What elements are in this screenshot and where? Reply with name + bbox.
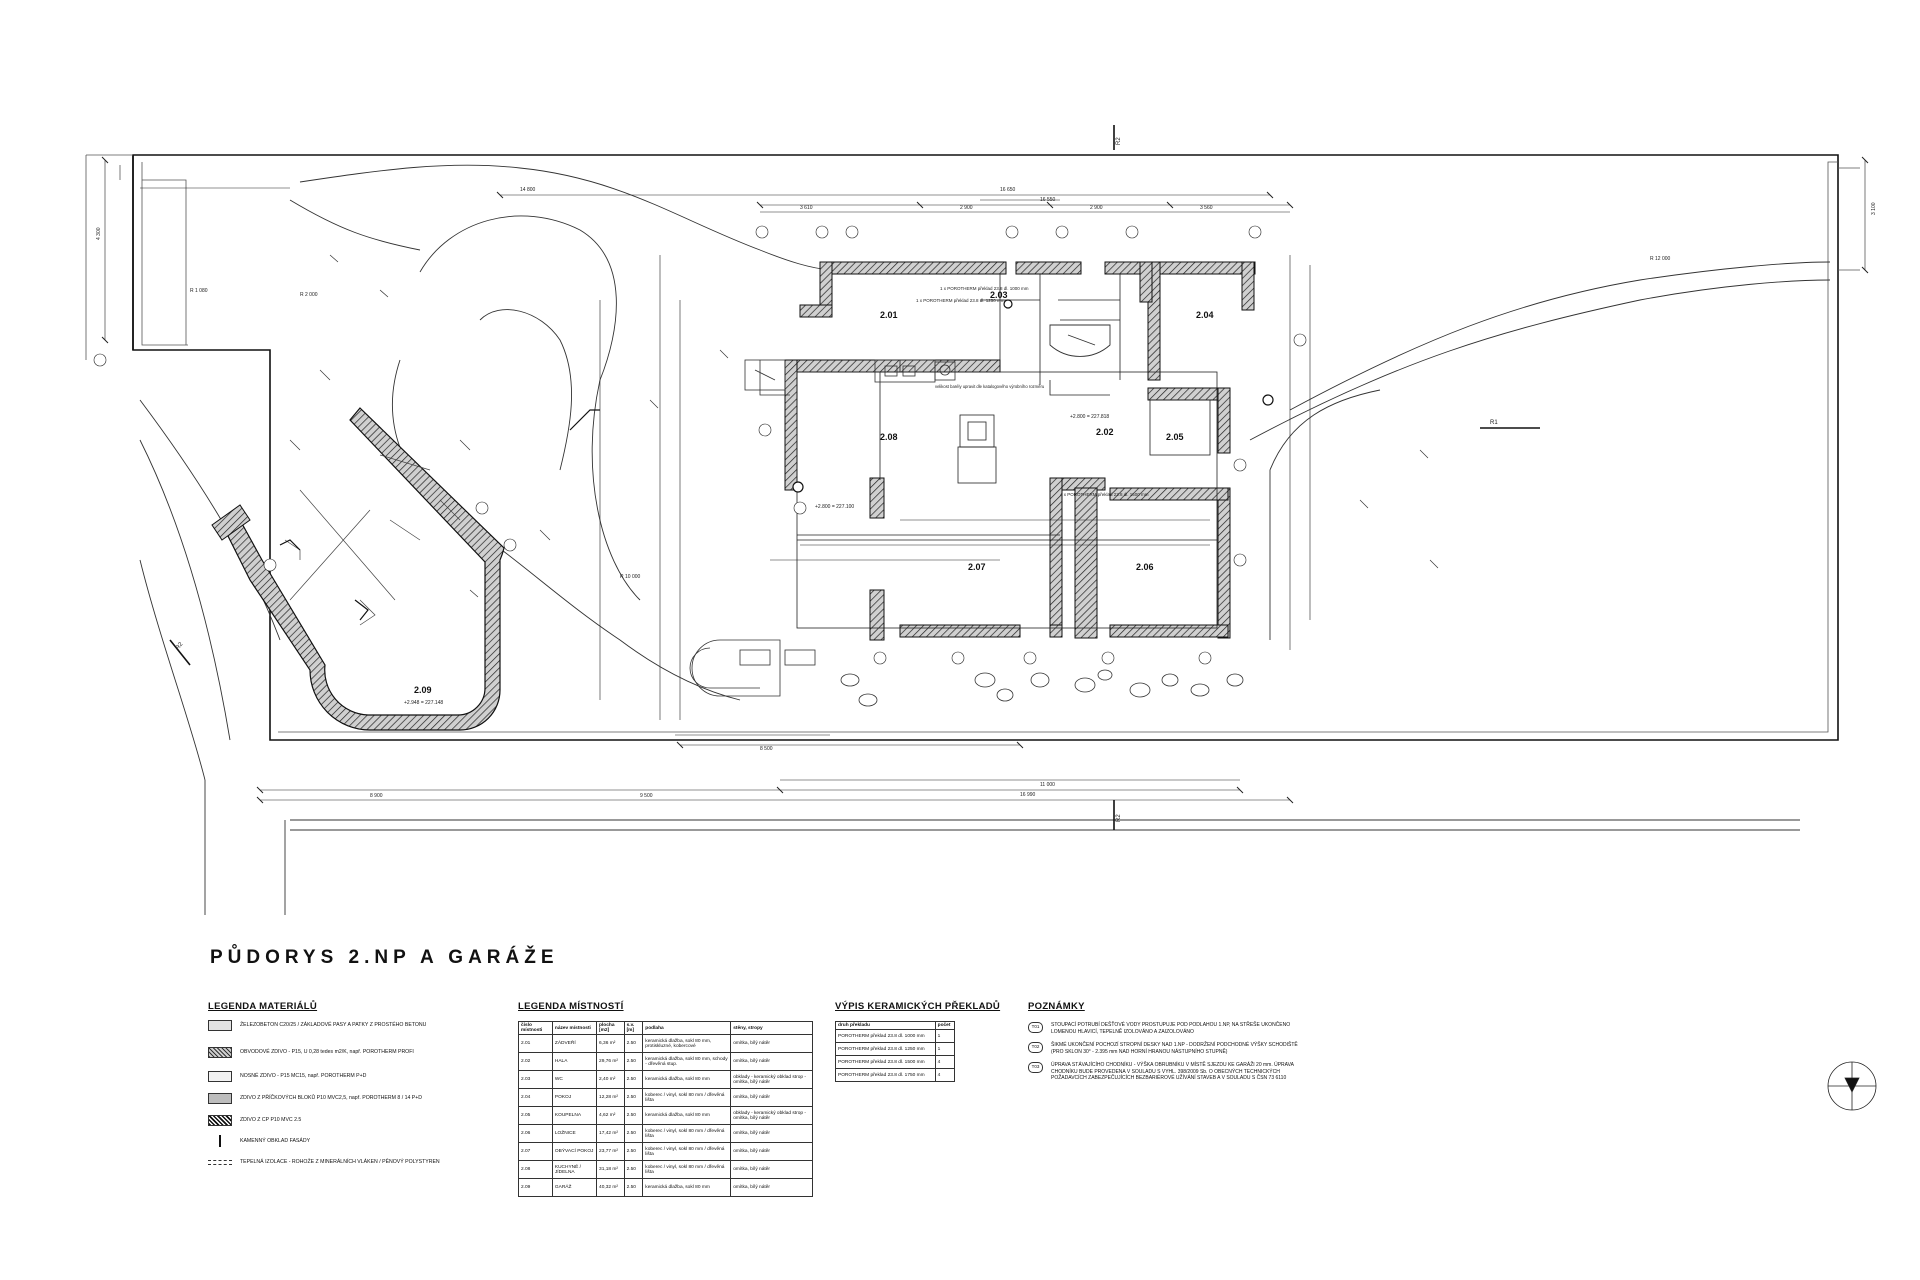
svg-text:16 650: 16 650 <box>1000 187 1016 193</box>
stair-element <box>1049 324 1111 357</box>
drawing-title: PŮDORYS 2.NP A GARÁŽE <box>210 947 559 968</box>
svg-text:R 2 000: R 2 000 <box>300 292 318 298</box>
svg-text:4 300: 4 300 <box>96 227 102 240</box>
room-legend-table: číslo místnosti název místnosti plocha [… <box>518 1021 813 1197</box>
legend-material-4: ZDIVO Z PŘÍČKOVÝCH BLOKŮ P10 MVC2,5, nap… <box>208 1091 422 1105</box>
svg-text:3 100: 3 100 <box>1871 202 1877 215</box>
room-label-2.05: 2.05 <box>1166 432 1184 442</box>
room-label-2.03: 2.03 <box>990 290 1008 300</box>
hatch-marks <box>279 409 600 621</box>
swatch-partition-wall <box>208 1092 232 1104</box>
legend-material-3: NOSNÉ ZDIVO - P15 MC15, např. POROTHERM … <box>208 1069 366 1083</box>
table-header-row: číslo místnosti název místnosti plocha [… <box>518 1021 813 1035</box>
house-walls <box>784 261 1256 641</box>
reference-badges <box>93 225 1307 665</box>
swatch-concrete <box>208 1019 232 1031</box>
road-curves <box>139 164 1831 915</box>
legend-material-5: ZDIVO Z CP P10 MVC 2.5 <box>208 1113 301 1127</box>
legend-rooms-heading: LEGENDA MÍSTNOSTÍ <box>518 1001 624 1012</box>
legend-material-7: TEPELNÁ IZOLACE - ROHOŽE Z MINERÁLNÍCH V… <box>208 1155 440 1169</box>
plan-annotations: 14 800 16 650 16 550 3 610 2 900 2 900 3… <box>96 137 1877 822</box>
north-arrow-icon <box>1827 1061 1877 1111</box>
svg-text:2 900: 2 900 <box>1090 205 1103 211</box>
room-label-2.04: 2.04 <box>1196 310 1214 320</box>
garage-walls <box>211 407 505 731</box>
room-label-2.06: 2.06 <box>1136 562 1154 572</box>
svg-text:3 560: 3 560 <box>1200 205 1213 211</box>
columns <box>792 299 1274 493</box>
legend-material-1: ŽELEZOBETON C20/25 / ZÁKLADOVÉ PASY A PA… <box>208 1018 426 1032</box>
room-labels: 2.01 2.02 2.03 2.04 2.05 2.06 2.07 2.08 … <box>414 290 1214 695</box>
svg-text:velikost barély upravit dle ka: velikost barély upravit dle katalogového… <box>935 384 1045 389</box>
plot-boundary <box>132 154 1839 741</box>
slope-arrows <box>289 254 1439 598</box>
svg-text:16 550: 16 550 <box>1040 197 1056 203</box>
svg-text:11 000: 11 000 <box>1040 782 1055 788</box>
svg-text:8 500: 8 500 <box>760 746 773 752</box>
dimension-ticks <box>101 156 1869 804</box>
dimension-lines <box>104 160 1866 801</box>
legend-materials-heading: LEGENDA MATERIÁLŮ <box>208 1001 318 1012</box>
svg-text:3 610: 3 610 <box>800 205 813 211</box>
svg-text:+2.948 = 227.148: +2.948 = 227.148 <box>404 700 443 706</box>
room-label-2.08: 2.08 <box>880 432 898 442</box>
room-label-2.09: 2.09 <box>414 685 432 695</box>
legend-material-2: OBVODOVÉ ZDIVO - P15, U 0,28 tedes m2/K,… <box>208 1045 414 1059</box>
svg-text:9 500: 9 500 <box>640 793 653 799</box>
svg-text:R2: R2 <box>1116 137 1122 145</box>
swatch-insulation <box>208 1159 232 1165</box>
entrance-steps <box>689 359 816 697</box>
svg-text:R1: R1 <box>1490 420 1498 426</box>
lintel-table: druh překladu počet POROTHERM překlad 23… <box>835 1021 956 1082</box>
svg-text:+2.800 = 227.818: +2.800 = 227.818 <box>1070 414 1109 420</box>
cut-markers <box>169 125 1540 830</box>
plot-inner-lines <box>85 154 1860 733</box>
svg-text:+2.800 = 227.100: +2.800 = 227.100 <box>815 504 854 510</box>
svg-text:14 800: 14 800 <box>520 187 536 193</box>
svg-text:2 900: 2 900 <box>960 205 973 211</box>
swatch-stone-cladding <box>219 1135 221 1147</box>
room-label-2.02: 2.02 <box>1096 427 1114 437</box>
svg-text:8 900: 8 900 <box>370 793 383 799</box>
kitchen-counter <box>874 359 956 383</box>
legend-material-6: KAMENNÝ OBKLAD FASÁDY <box>208 1134 310 1148</box>
svg-text:R2: R2 <box>175 641 185 651</box>
svg-text:R 10 000: R 10 000 <box>620 574 641 580</box>
svg-text:R2: R2 <box>1116 814 1122 822</box>
svg-text:4 x POROTHERM překlad 23.8 dl.: 4 x POROTHERM překlad 23.8 dl. 1500 mm <box>1060 492 1149 497</box>
stepping-stones <box>840 669 1244 707</box>
house-interior-lines <box>796 274 1218 629</box>
svg-text:16 990: 16 990 <box>1020 792 1036 798</box>
svg-text:1 x POROTHERM překlad 23.8 dl.: 1 x POROTHERM překlad 23.8 dl. 1000 mm <box>940 286 1029 291</box>
swatch-brick-wall <box>208 1114 232 1126</box>
swatch-outer-wall <box>208 1046 232 1058</box>
svg-text:1 x POROTHERM překlad 23.8 dl.: 1 x POROTHERM překlad 23.8 dl. 1250 mm <box>916 298 1005 303</box>
room-label-2.07: 2.07 <box>968 562 986 572</box>
svg-text:R 1 080: R 1 080 <box>190 288 208 294</box>
table-header-row: druh překladu počet <box>835 1021 956 1030</box>
room-label-2.01: 2.01 <box>880 310 898 320</box>
svg-text:R 12 000: R 12 000 <box>1650 256 1671 262</box>
swatch-bearing-wall <box>208 1070 232 1082</box>
notes-heading: POZNÁMKY <box>1028 1001 1085 1012</box>
bricks-heading: VÝPIS KERAMICKÝCH PŘEKLADŮ <box>835 1001 1001 1012</box>
